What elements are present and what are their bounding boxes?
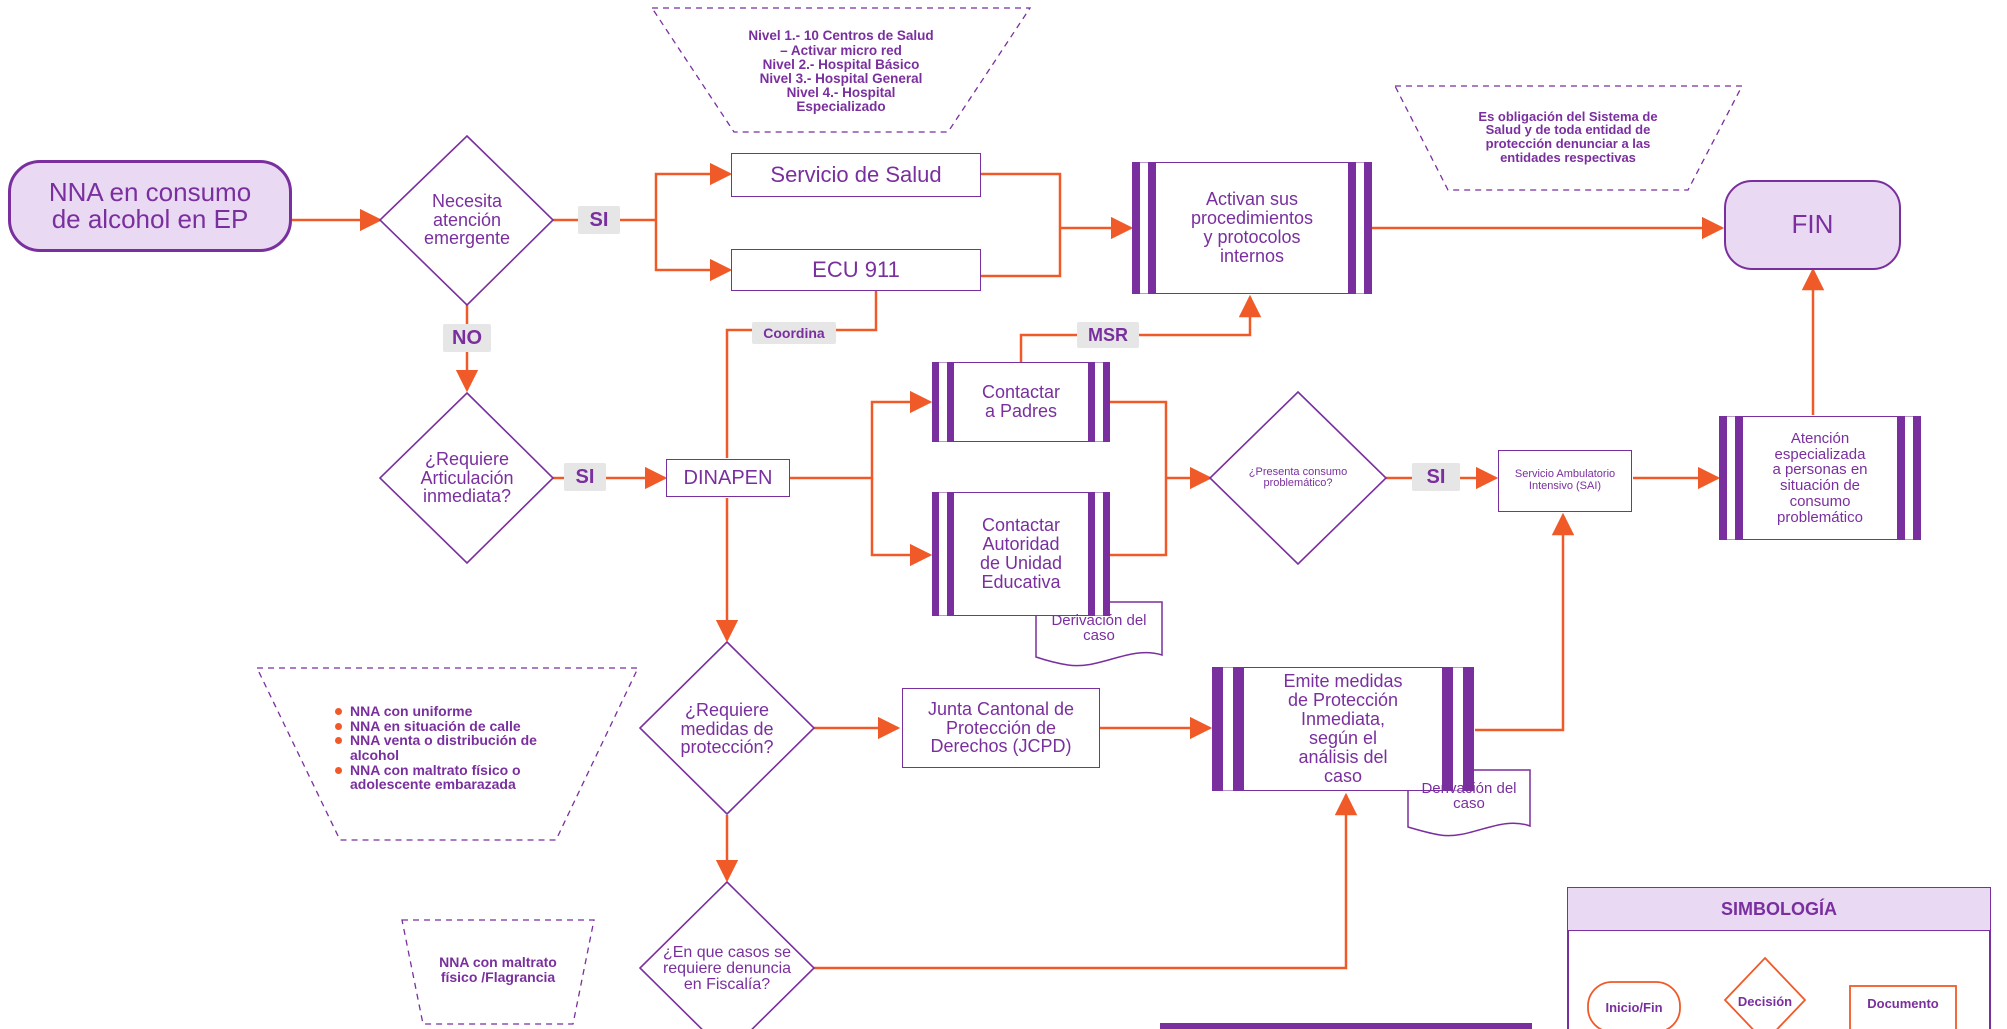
note-niveles-line-2: – Activar micro red	[780, 42, 902, 58]
note-shapes	[255, 7, 1744, 1025]
emite-box: Emite medidas de Protección Inmediata, s…	[1212, 667, 1474, 791]
derivacion-2-label: Derivación del caso	[1421, 779, 1517, 812]
note-casos-list: NNA con uniforme NNA en situación de cal…	[332, 704, 562, 792]
decision-articulacion-shape	[378, 391, 555, 565]
contactar-padres-box: Contactar a Padres	[932, 362, 1110, 442]
tag-msr: MSR	[1077, 322, 1139, 348]
decision-consumo-label: ¿Presenta consumo problemático?	[1248, 465, 1348, 489]
legend-title: SIMBOLOGÍA	[1568, 888, 1990, 930]
document-derivacion-1-shape	[1035, 601, 1163, 667]
decision-articulacion-label: ¿Requiere Articulación inmediata?	[420, 449, 514, 507]
atencion-box: Atención especializada a personas en sit…	[1719, 416, 1921, 540]
decision-consumo-shape	[1208, 390, 1388, 566]
decision-emergente-label: Necesita atención emergente	[423, 191, 511, 249]
tag-si-articulacion: SI	[564, 463, 606, 491]
decision-fiscalia-shape	[638, 880, 816, 1029]
note-casos-item: NNA en situación de calle	[332, 718, 562, 734]
note-casos-item: NNA con maltrato físico o adolescente em…	[332, 762, 562, 792]
connector-salud-right	[981, 172, 1062, 278]
ecu911-box: ECU 911	[731, 249, 981, 291]
connector-to-servicio-salud	[654, 162, 733, 220]
tag-no-emergente: NO	[443, 324, 491, 352]
note-niveles-line-4: Nivel 3.- Hospital General	[759, 71, 923, 86]
tag-si-emergente: SI	[578, 206, 620, 234]
note-obligacion: Es obligación del Sistema de Salud y de …	[1478, 108, 1658, 165]
jcpd-box: Junta Cantonal de Protección de Derechos…	[902, 688, 1100, 768]
connector-to-ecu911	[654, 220, 733, 282]
note-niveles-line-3: Nivel 2.- Hospital Básico	[762, 56, 920, 72]
connector-emite-to-sai	[1475, 512, 1575, 732]
start-node: NNA en consumo de alcohol en EP	[8, 160, 292, 252]
connector-merge-to-consumo	[1110, 400, 1168, 557]
note-maltrato: NNA con maltrato físico /Flagrancia	[439, 954, 557, 985]
connector-fiscalia-to-emite	[814, 792, 1358, 970]
decision-medidas-shape	[638, 640, 816, 816]
connector-ecu-coordina	[725, 290, 878, 458]
decision-medidas-label: ¿Requiere medidas de protección?	[680, 700, 774, 758]
connector-dinapen-autoridad	[870, 478, 933, 567]
legend-documento-label: Documento	[1867, 995, 1939, 1011]
activan-box: Activan sus procedimientos y protocolos …	[1132, 162, 1372, 294]
note-niveles-line-5: Nivel 4.- Hospital	[786, 85, 896, 101]
note-niveles-line-6: Especializado	[796, 99, 886, 115]
decision-fiscalia-label: ¿En que casos se requiere denuncia en Fi…	[662, 943, 792, 994]
connector-dinapen-split	[790, 390, 933, 480]
sai-box: Servicio Ambulatorio Intensivo (SAI)	[1498, 450, 1632, 512]
legend-inicio-fin-label: Inicio/Fin	[1605, 999, 1663, 1015]
dinapen-box: DINAPEN	[666, 459, 790, 497]
note-niveles: Nivel 1.- 10 Centros de Salud – Activar …	[700, 26, 982, 118]
note-maltrato-shape	[401, 919, 595, 1025]
decision-emergente-shape	[378, 134, 555, 307]
contactar-autoridad-box: Contactar Autoridad de Unidad Educativa	[932, 492, 1110, 616]
document-shapes	[1035, 601, 1531, 837]
derivacion-1-label: Derivación del caso	[1051, 611, 1147, 644]
tag-coordina: Coordina	[752, 322, 836, 344]
servicio-salud-box: Servicio de Salud	[731, 153, 981, 197]
note-casos-item: NNA venta o distribución de alcohol	[332, 733, 562, 763]
note-casos-shape	[255, 667, 640, 841]
note-casos-item: NNA con uniforme	[332, 704, 562, 719]
note-obligacion-shape	[1393, 85, 1744, 191]
note-niveles-line-1: Nivel 1.- 10 Centros de Salud	[748, 28, 934, 44]
legend-decision-label: Decisión	[1737, 993, 1793, 1009]
tag-si-consumo: SI	[1412, 463, 1460, 491]
end-node: FIN	[1724, 180, 1901, 270]
decision-shapes	[378, 134, 1388, 1029]
